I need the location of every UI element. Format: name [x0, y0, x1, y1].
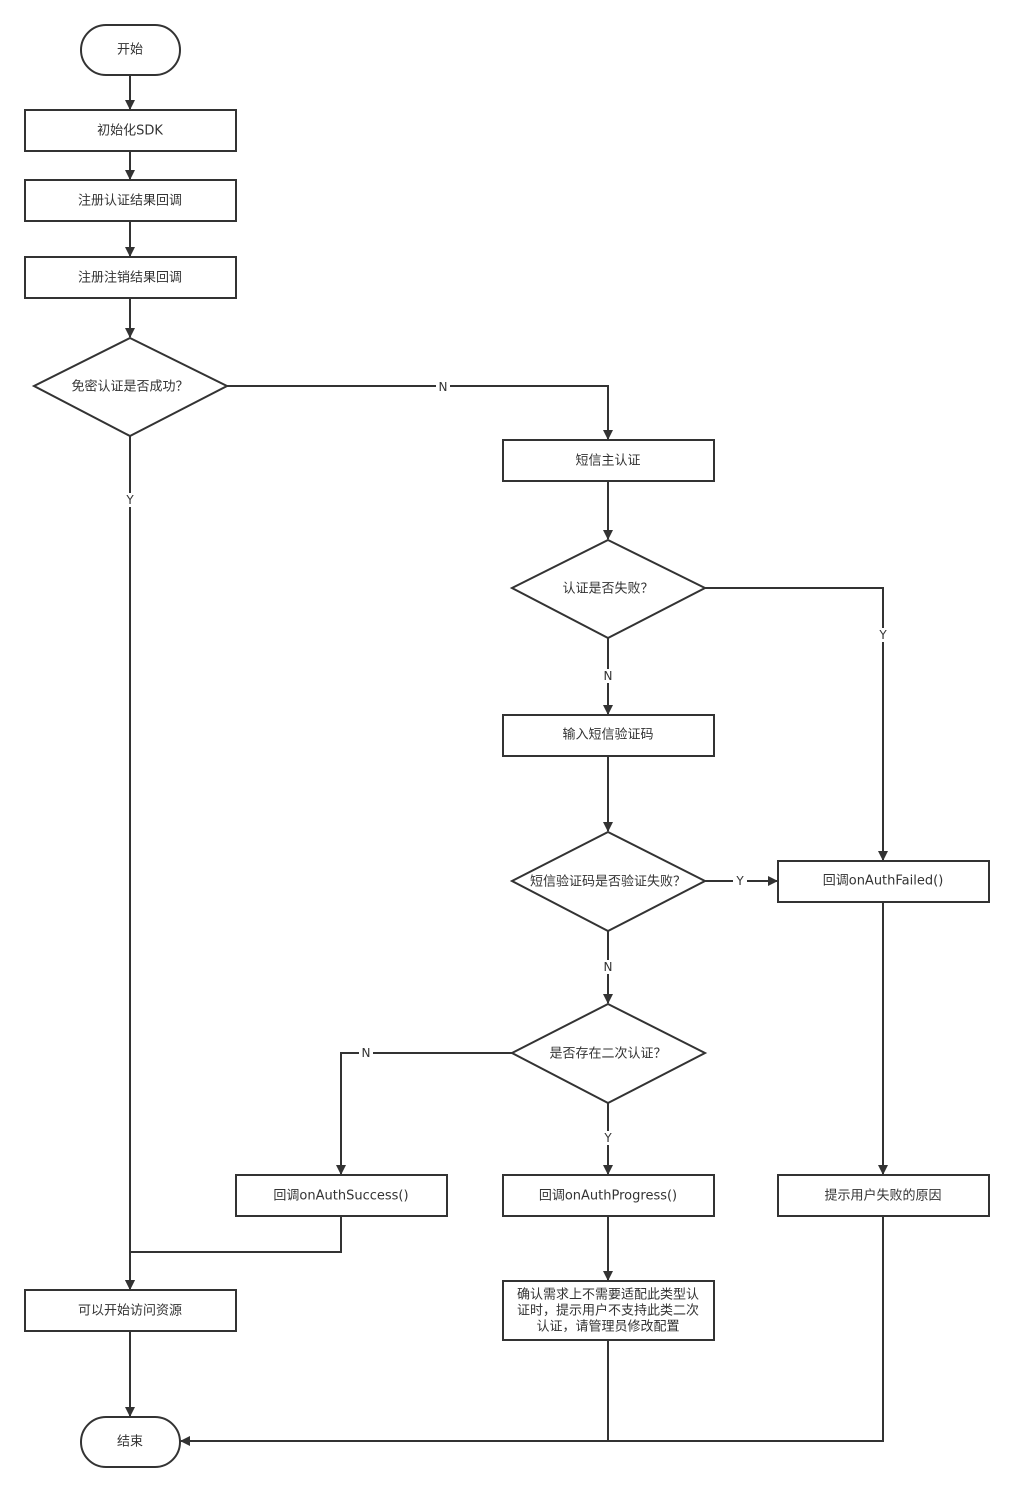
node-pwdless-decision-label: 免密认证是否成功？: [71, 379, 188, 395]
node-init-sdk-label: 初始化SDK: [97, 124, 163, 139]
node-init-sdk: 初始化SDK: [24, 109, 237, 152]
node-auth-failed-decision-label: 认证是否失败？: [562, 582, 653, 597]
node-end: 结束: [80, 1416, 181, 1468]
node-end-label: 结束: [117, 1435, 143, 1450]
node-sms-failed-decision: 短信验证码是否验证失败？: [509, 830, 708, 933]
edge-label-second-yes: Y: [603, 1131, 612, 1145]
node-auth-failed-decision: 认证是否失败？: [509, 538, 708, 640]
node-pwdless-decision: 免密认证是否成功？: [31, 336, 230, 438]
node-show-failure-reason-label: 提示用户失败的原因: [824, 1188, 941, 1204]
node-callback-auth-success-label: 回调onAuthSuccess(): [273, 1189, 408, 1204]
node-access-resources-label: 可以开始访问资源: [78, 1304, 182, 1319]
node-start-label: 开始: [117, 43, 143, 58]
node-callback-auth-progress-label: 回调onAuthProgress(): [539, 1189, 677, 1204]
node-access-resources: 可以开始访问资源: [24, 1289, 237, 1332]
node-reg-auth-callback: 注册认证结果回调: [24, 179, 237, 222]
node-callback-auth-failed: 回调onAuthFailed(): [777, 860, 990, 903]
node-sms-failed-decision-label: 短信验证码是否验证失败？: [530, 874, 686, 890]
node-confirm-requirement-line1: 确认需求上不需要适配此类型认: [517, 1288, 699, 1303]
edge-label-pwdless-no: N: [439, 380, 448, 394]
node-confirm-requirement: 确认需求上不需要适配此类型认 证时，提示用户不支持此类二次 认证，请管理员修改配…: [502, 1280, 715, 1341]
node-sms-main-auth: 短信主认证: [502, 439, 715, 482]
connectors: [125, 75, 888, 1446]
node-show-failure-reason: 提示用户失败的原因: [777, 1174, 990, 1217]
node-callback-auth-success: 回调onAuthSuccess(): [235, 1174, 448, 1217]
edge-label-pwdless-yes: Y: [125, 493, 134, 507]
node-reg-auth-callback-label: 注册认证结果回调: [78, 194, 182, 209]
edge-label-authfailed-no: N: [604, 669, 613, 683]
edge-label-smsfailed-no: N: [604, 960, 613, 974]
node-input-sms-code: 输入短信验证码: [502, 714, 715, 757]
edge-label-authfailed-yes: Y: [878, 628, 887, 642]
node-input-sms-code-label: 输入短信验证码: [562, 727, 653, 743]
edge-authfailed-yes: [705, 587, 888, 861]
edge-label-second-no: N: [362, 1046, 371, 1060]
node-reg-logout-callback-label: 注册注销结果回调: [78, 271, 182, 286]
edge-reason-to-end: [180, 1216, 884, 1446]
edge-pwdless-no: [227, 385, 613, 440]
node-sms-main-auth-label: 短信主认证: [575, 454, 640, 469]
node-callback-auth-progress: 回调onAuthProgress(): [502, 1174, 715, 1217]
edge-label-smsfailed-yes: Y: [735, 874, 744, 888]
edge-second-no: [336, 1052, 512, 1175]
node-callback-auth-failed-label: 回调onAuthFailed(): [823, 874, 944, 889]
node-confirm-requirement-line2: 证时，提示用户不支持此类二次: [517, 1303, 699, 1319]
edge-success-to-access: [125, 1216, 342, 1290]
node-start: 开始: [80, 24, 181, 76]
edge-labels: N Y Y N Y N N Y: [123, 379, 890, 1145]
nodes: 开始 初始化SDK 注册认证结果回调 注册注销结果回调 免密认证是否成功？ 短信…: [24, 24, 990, 1468]
node-reg-logout-callback: 注册注销结果回调: [24, 256, 237, 299]
node-second-auth-decision: 是否存在二次认证？: [509, 1002, 708, 1105]
node-confirm-requirement-line3: 认证，请管理员修改配置: [536, 1320, 679, 1335]
node-second-auth-decision-label: 是否存在二次认证？: [549, 1046, 666, 1062]
